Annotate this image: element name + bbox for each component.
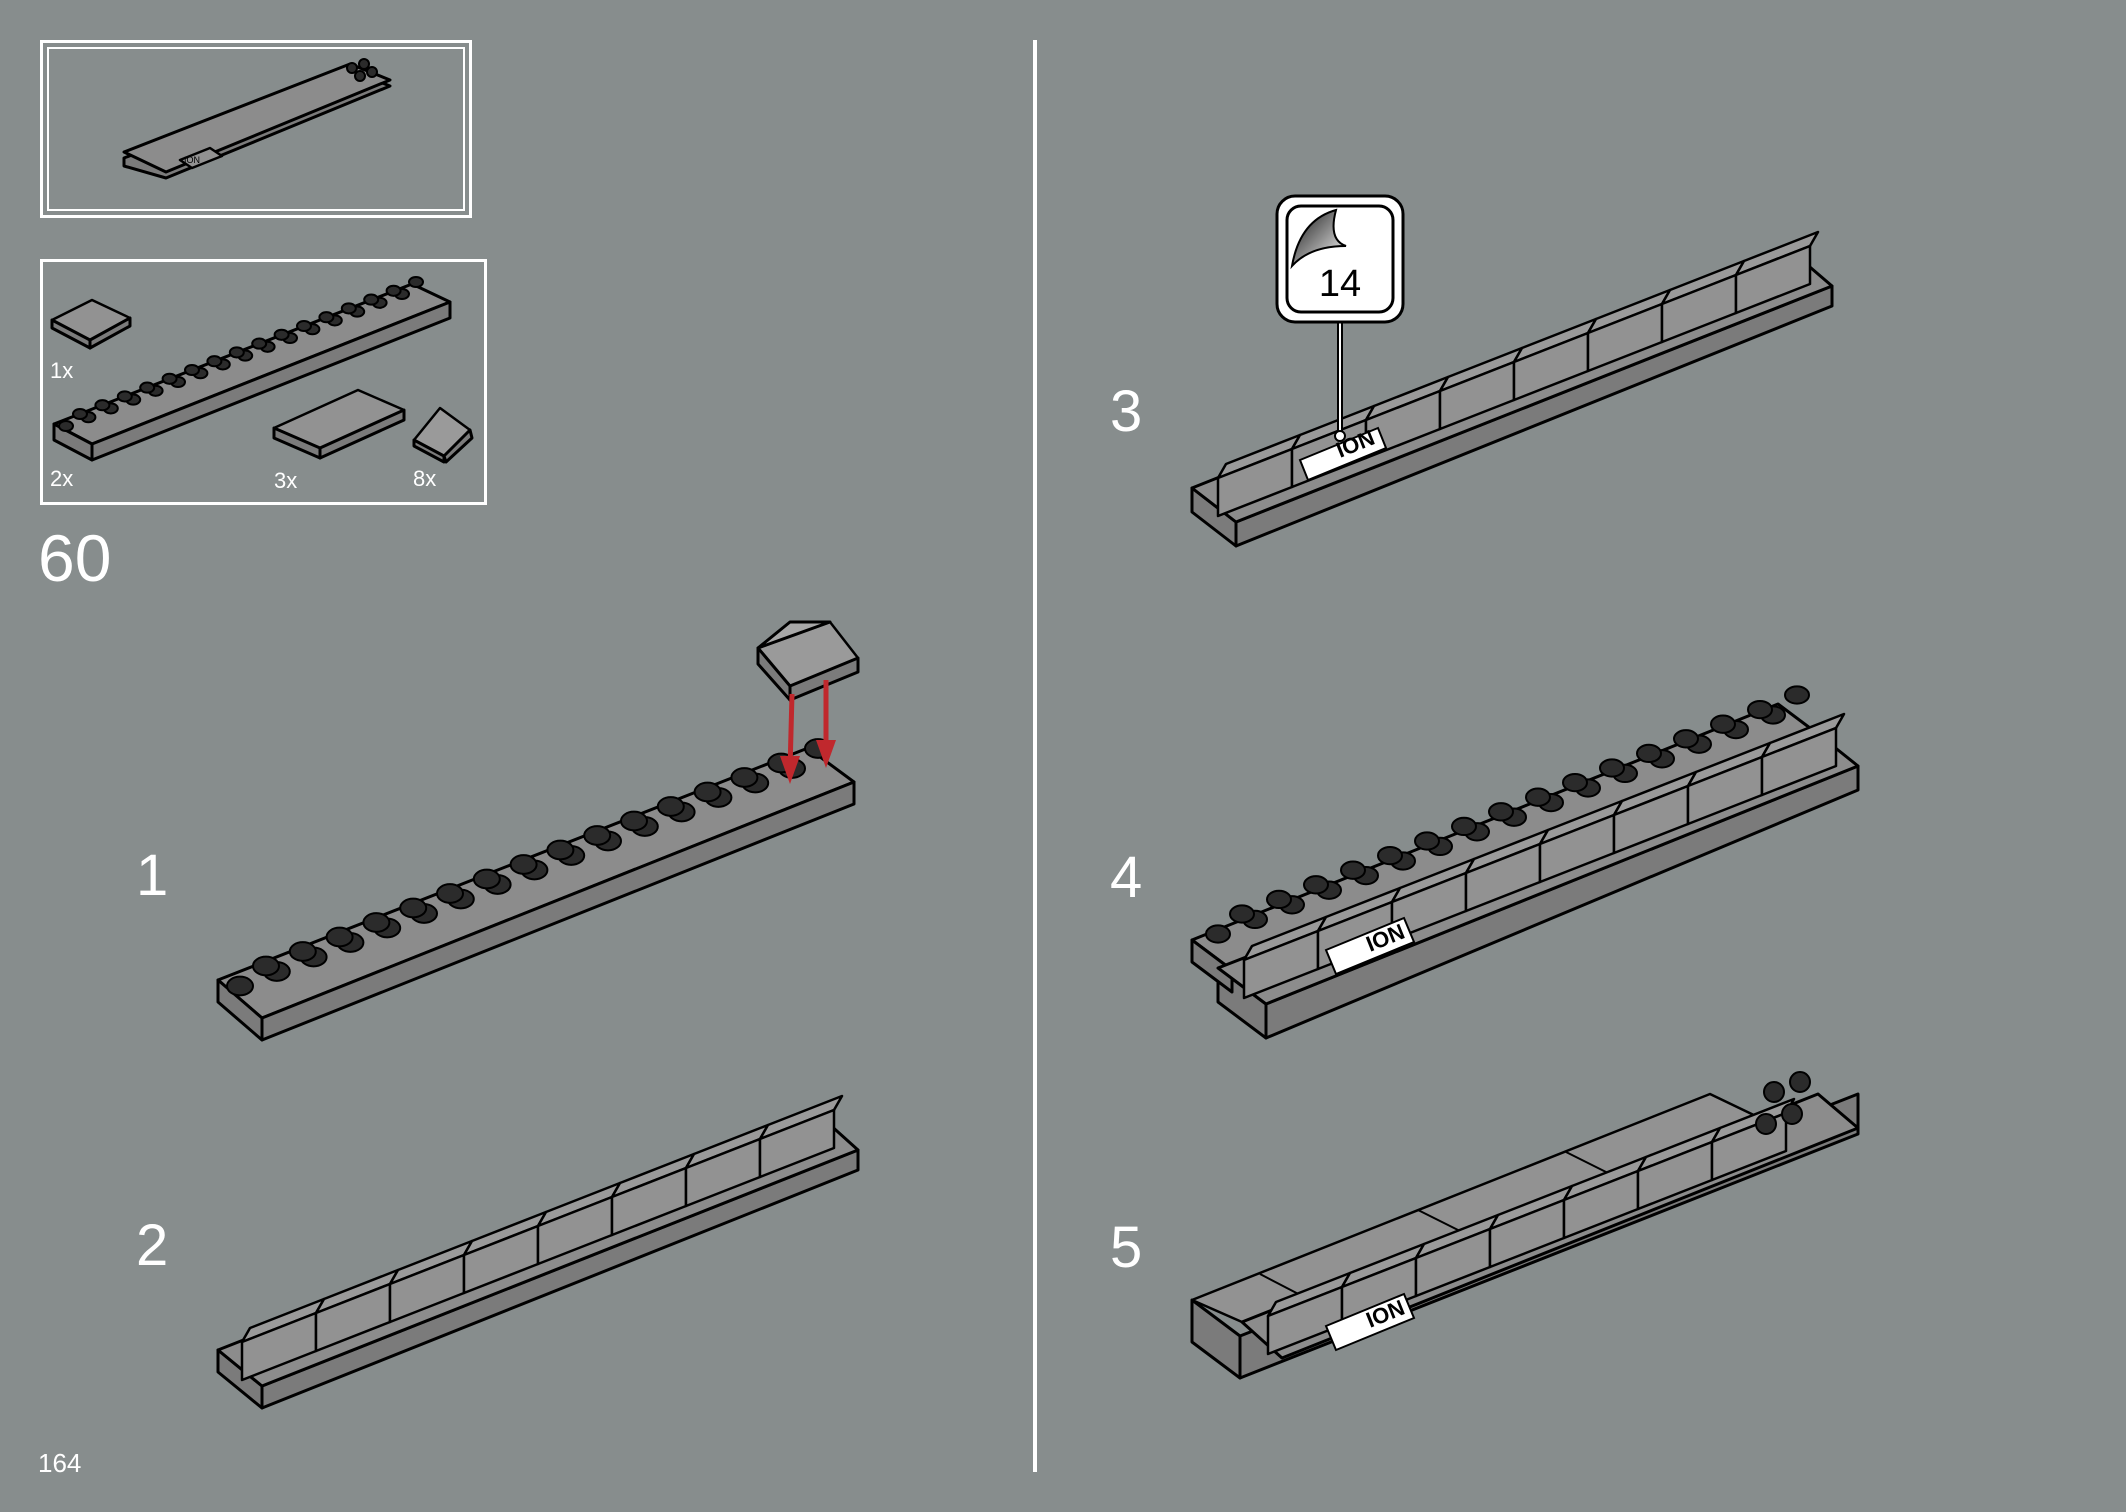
stud [296,319,312,333]
stud [1747,699,1773,720]
part-qty-tile-2x4: 3x [274,468,298,493]
page-divider [1033,40,1037,1472]
sticker-number: 14 [1319,263,1361,305]
part-qty-tile: 1x [50,358,74,383]
stud [251,337,268,350]
stud [288,941,317,962]
step-number: 60 [38,521,112,595]
stud [1488,802,1514,822]
stud [1340,860,1366,880]
stud [436,883,464,904]
stud [1303,875,1329,895]
stud [408,275,424,289]
stud [72,407,88,421]
part-tile-2x2-illustration [50,298,132,350]
part-slope-2x2-illustration [412,406,474,464]
submodel-preview-frame [40,40,472,218]
stud [273,328,290,341]
stud [206,355,223,368]
stud [472,868,501,890]
stud [58,419,74,433]
stud [1636,743,1662,764]
step1-slope-brick [756,620,860,702]
slope-face [1734,244,1812,315]
part-plate-2x16-illustration [52,275,452,462]
stud [362,912,391,933]
preview-sticker-text: ION [184,155,200,165]
stud [1377,845,1403,866]
stud [318,311,335,324]
stud [226,975,254,997]
step4-assembly: ION [1190,685,1860,1040]
stud [340,302,357,315]
stud [1710,714,1736,734]
stud [94,399,111,412]
stud [1266,889,1292,910]
stud [161,372,178,385]
stud [546,839,575,861]
part-qty-slope: 8x [413,466,437,491]
part-tile-2x4-illustration [272,388,406,460]
substep-label-5: 5 [1110,1215,1143,1280]
step5-assembly: ION [1190,1071,1860,1380]
stud [1562,772,1588,793]
stud [1673,729,1699,749]
stud [1784,685,1810,705]
stud [385,284,402,297]
substep-label-3: 3 [1110,379,1143,444]
stud [228,346,245,359]
stud [583,825,612,846]
stud [730,767,759,788]
substep-label-1: 1 [136,843,169,908]
slope-face [758,1108,836,1179]
stud [1599,758,1625,778]
part-qty-plate: 2x [50,466,74,491]
submodel-preview-model: ION [122,58,392,180]
step1-plate [216,738,856,1042]
submodel-preview-inner-frame [47,47,465,211]
stud [139,381,156,394]
stud [1229,904,1255,924]
stud [116,390,133,403]
stud [509,854,538,875]
stud [399,897,428,919]
stud [656,796,685,817]
stud [184,363,200,377]
stud [1525,787,1551,807]
page-number: 164 [38,1448,82,1478]
stud [325,926,354,948]
sticker-callout: 14 [1275,194,1405,442]
substep-label-4: 4 [1110,845,1143,910]
slope-face [1760,726,1838,797]
stud [1451,816,1477,837]
step3-assembly: ION [1190,230,1834,548]
step1-placement-arrows [780,680,836,784]
stud [252,955,280,977]
stud [1205,924,1231,944]
substep-label-2: 2 [136,1213,169,1278]
stud [693,781,722,803]
stud [1414,831,1440,851]
step2-assembly [216,1094,860,1410]
stud [363,293,380,306]
parts-list-frame [40,259,487,505]
stud [620,810,648,832]
